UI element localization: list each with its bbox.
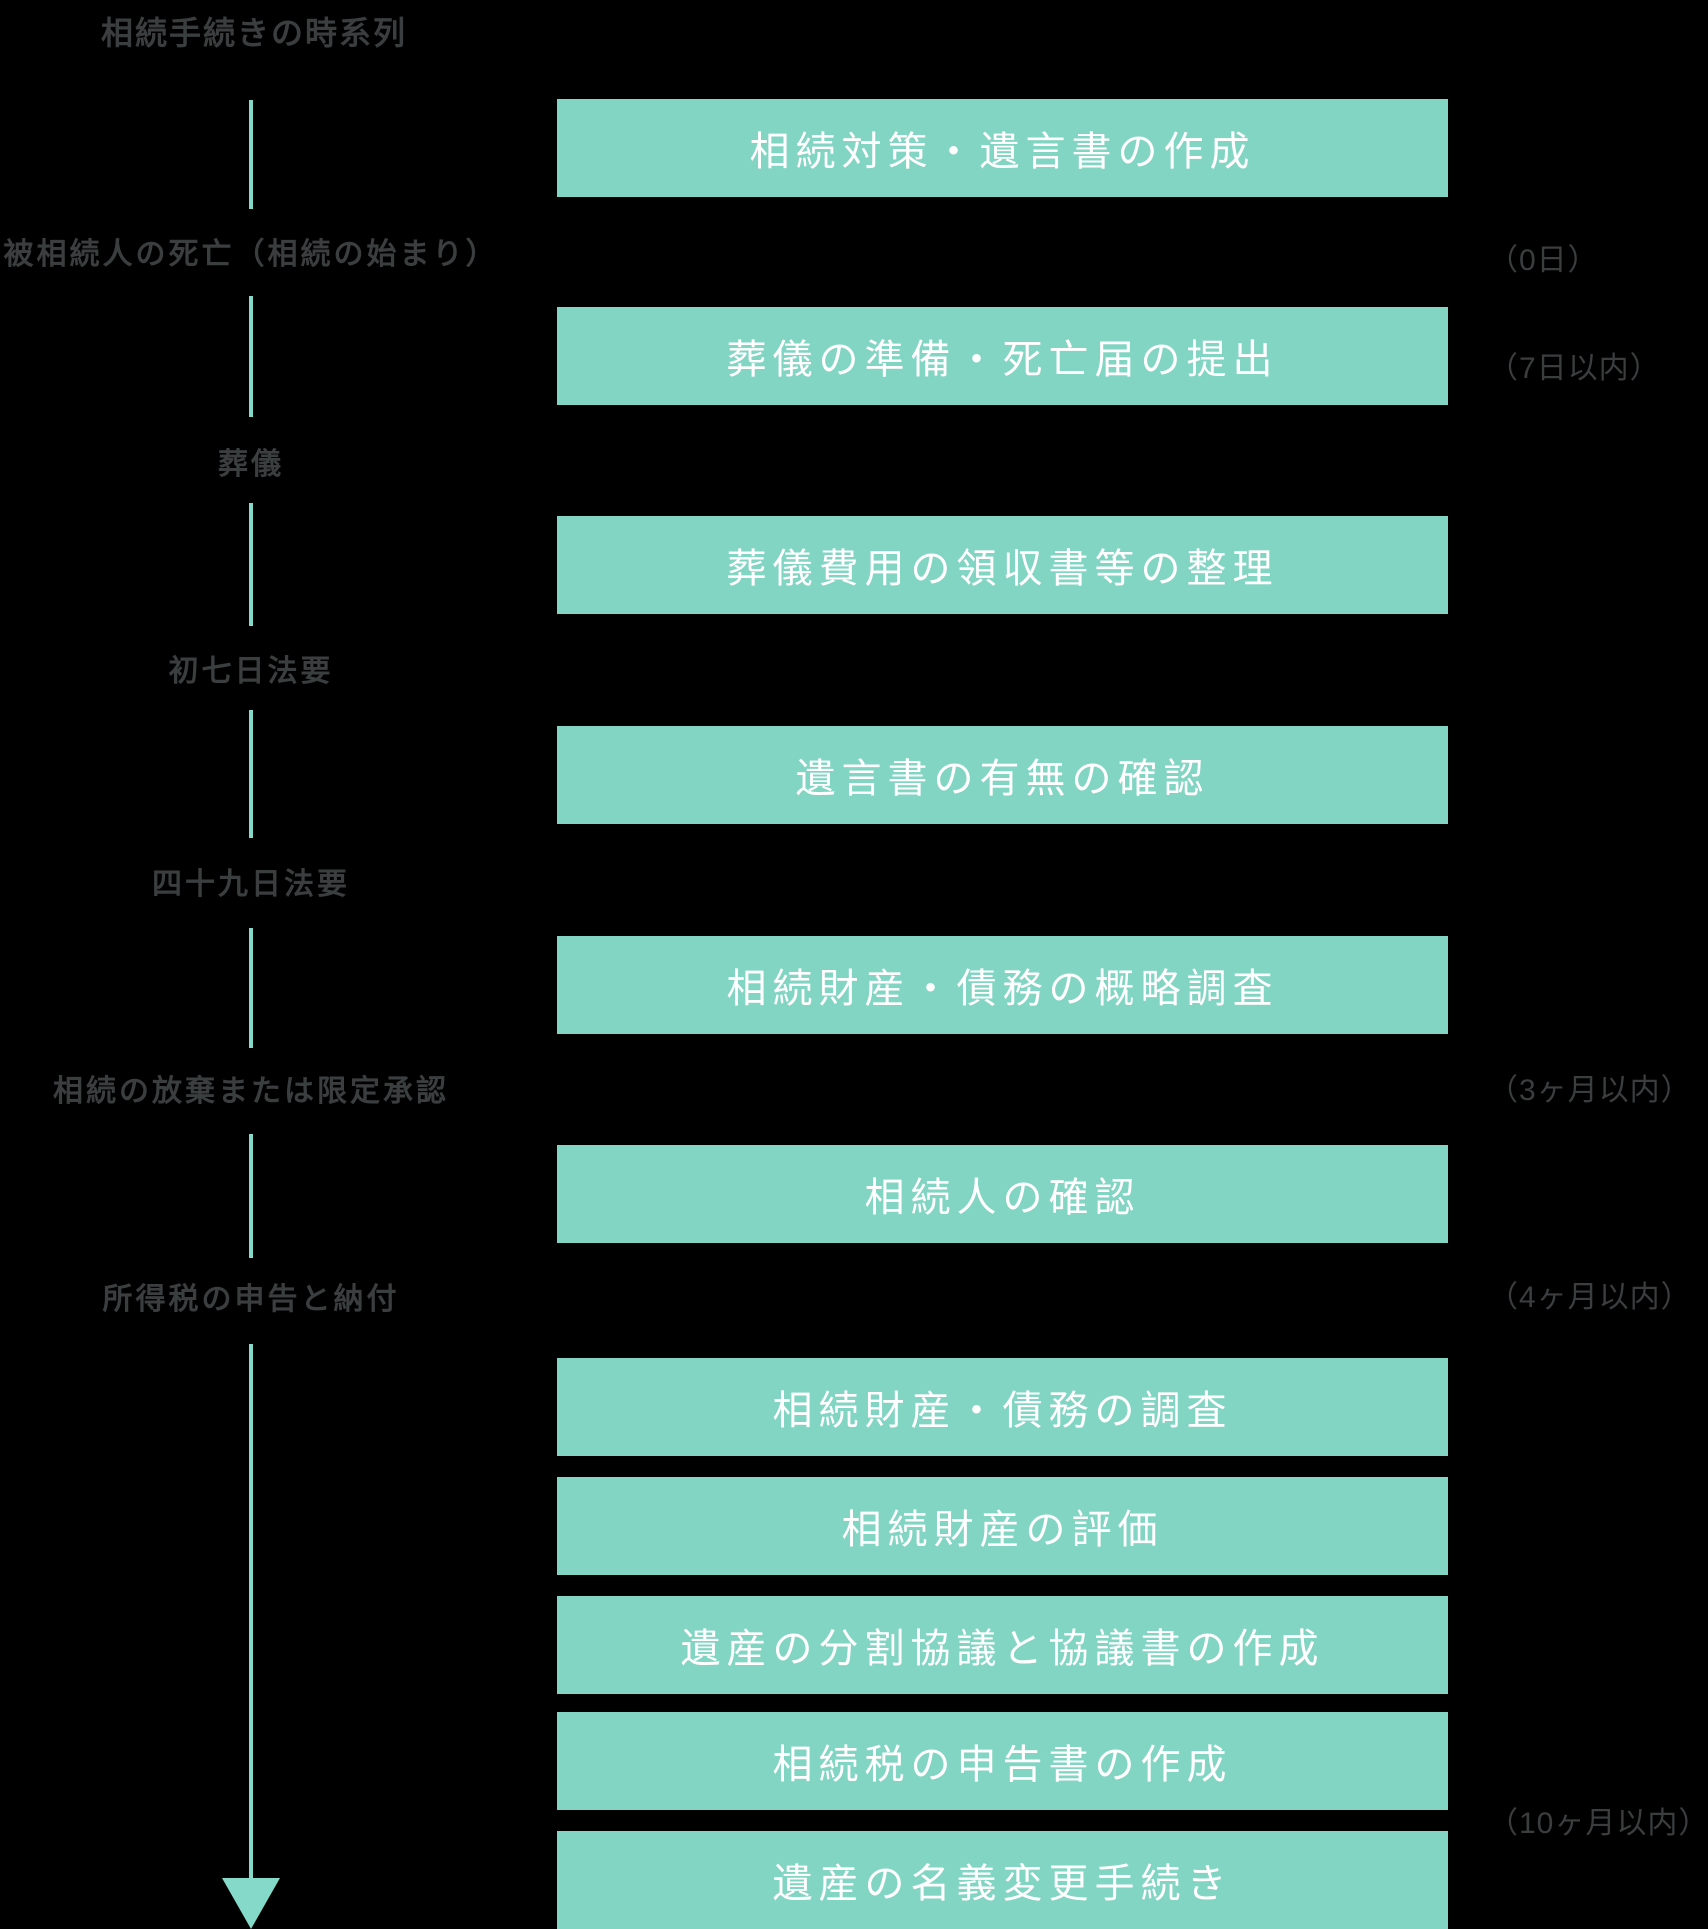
task-box: 相続財産・債務の調査 bbox=[557, 1358, 1448, 1456]
task-box-label: 相続対策・遺言書の作成 bbox=[749, 129, 1256, 175]
timeline-event-renunciation: 相続の放棄または限定承認 bbox=[53, 1075, 449, 1108]
duration-label-0-days: （0日） bbox=[1488, 244, 1599, 277]
task-box-label: 相続人の確認 bbox=[864, 1175, 1141, 1221]
timeline-event-death: 被相続人の死亡（相続の始まり） bbox=[3, 238, 499, 271]
timeline-line-segment bbox=[249, 1344, 253, 1878]
task-box: 遺産の名義変更手続き bbox=[557, 1831, 1448, 1929]
timeline-line-segment bbox=[249, 928, 253, 1048]
duration-label-7-days: （7日以内） bbox=[1488, 352, 1661, 385]
timeline-event-7th-day: 初七日法要 bbox=[168, 655, 334, 688]
duration-label-3-months: （3ヶ月以内） bbox=[1488, 1074, 1692, 1107]
task-box-label: 相続財産の評価 bbox=[841, 1507, 1164, 1553]
timeline-line-segment bbox=[249, 100, 253, 209]
task-box: 葬儀の準備・死亡届の提出 bbox=[557, 307, 1448, 405]
timeline-event-income-tax: 所得税の申告と納付 bbox=[102, 1283, 400, 1316]
task-box: 葬儀費用の領収書等の整理 bbox=[557, 516, 1448, 614]
timeline-line-segment bbox=[249, 710, 253, 838]
task-box: 遺産の分割協議と協議書の作成 bbox=[557, 1596, 1448, 1694]
task-box-label: 遺産の名義変更手続き bbox=[772, 1861, 1233, 1907]
task-box: 相続税の申告書の作成 bbox=[557, 1712, 1448, 1810]
arrow-down-icon bbox=[222, 1878, 280, 1929]
task-box-label: 相続財産・債務の調査 bbox=[772, 1388, 1233, 1434]
task-box: 遺言書の有無の確認 bbox=[557, 726, 1448, 824]
task-box-label: 葬儀費用の領収書等の整理 bbox=[726, 546, 1279, 592]
task-box: 相続財産の評価 bbox=[557, 1477, 1448, 1575]
task-box-label: 遺産の分割協議と協議書の作成 bbox=[680, 1626, 1325, 1672]
duration-label-4-months: （4ヶ月以内） bbox=[1488, 1281, 1692, 1314]
timeline-line-segment bbox=[249, 1134, 253, 1258]
task-box: 相続対策・遺言書の作成 bbox=[557, 99, 1448, 197]
task-box-label: 葬儀の準備・死亡届の提出 bbox=[726, 337, 1279, 383]
timeline-event-49th-day: 四十九日法要 bbox=[152, 868, 350, 901]
timeline-event-funeral: 葬儀 bbox=[218, 448, 284, 481]
task-box-label: 相続税の申告書の作成 bbox=[772, 1742, 1233, 1788]
task-box-label: 遺言書の有無の確認 bbox=[795, 756, 1210, 802]
task-box: 相続人の確認 bbox=[557, 1145, 1448, 1243]
task-box-label: 相続財産・債務の概略調査 bbox=[726, 966, 1279, 1012]
timeline-line-segment bbox=[249, 296, 253, 417]
task-box: 相続財産・債務の概略調査 bbox=[557, 936, 1448, 1034]
duration-label-10-months: （10ヶ月以内） bbox=[1488, 1807, 1708, 1840]
timeline-line-segment bbox=[249, 503, 253, 626]
page-title: 相続手続きの時系列 bbox=[101, 15, 408, 51]
